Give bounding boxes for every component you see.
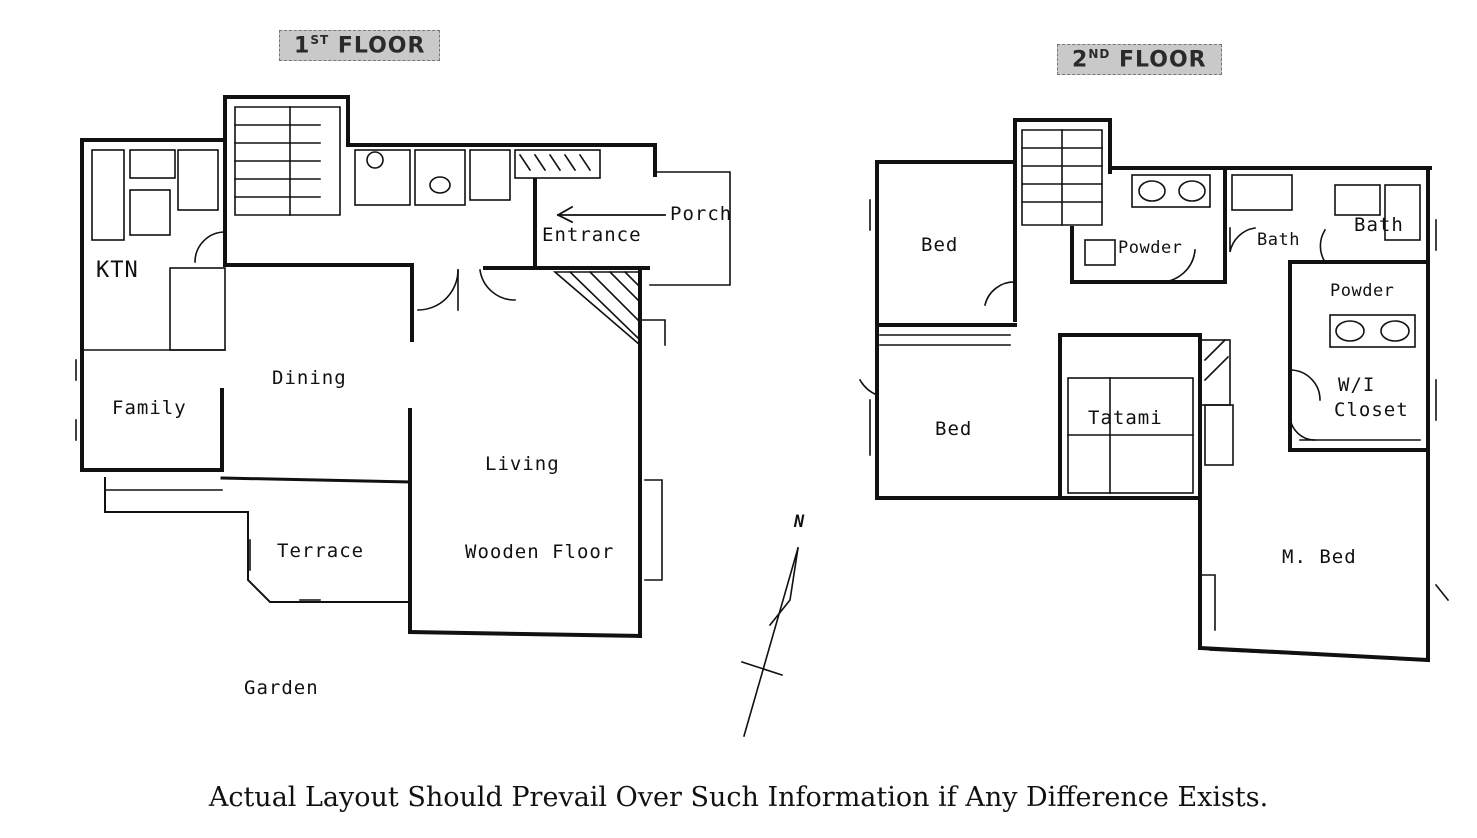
room-label-wooden-floor: Wooden Floor: [465, 541, 615, 563]
second-floor-number: 2: [1072, 47, 1089, 73]
room-label-tatami: Tatami: [1088, 407, 1163, 429]
room-label-family: Family: [112, 397, 187, 419]
room-label-porch: Porch: [670, 203, 733, 225]
room-label-wi: W/I: [1338, 374, 1376, 396]
first-floor-details: [75, 106, 731, 601]
room-label-powder-right: Powder: [1330, 281, 1395, 301]
second-floor-suffix: ND: [1088, 47, 1111, 61]
second-floor-title: 2ND FLOOR: [1057, 44, 1222, 76]
room-label-dining: Dining: [272, 367, 347, 389]
compass-north-label: N: [794, 512, 806, 532]
room-label-terrace: Terrace: [277, 540, 365, 562]
room-label-bed-upper: Bed: [921, 234, 959, 256]
room-label-entrance: Entrance: [542, 224, 642, 246]
room-label-powder-left: Powder: [1118, 238, 1183, 258]
room-label-master-bed: M. Bed: [1282, 546, 1357, 568]
room-label-bath-right: Bath: [1354, 214, 1404, 236]
room-label-living: Living: [485, 453, 560, 475]
first-floor-walls: [80, 95, 657, 639]
room-label-bath-left: Bath: [1257, 230, 1300, 250]
second-floor-word: FLOOR: [1119, 47, 1207, 73]
room-label-bed-lower: Bed: [935, 418, 973, 440]
first-floor-number: 1: [294, 33, 311, 59]
first-floor-title: 1ST FLOOR: [279, 30, 441, 62]
compass-needle: [740, 547, 799, 737]
room-label-closet: Closet: [1334, 399, 1409, 421]
room-label-garden: Garden: [244, 677, 319, 699]
second-floor-details: [858, 129, 1450, 661]
first-floor-word: FLOOR: [337, 33, 426, 59]
first-floor-suffix: ST: [310, 33, 330, 47]
room-label-ktn: KTN: [96, 258, 139, 283]
disclaimer-text: Actual Layout Should Prevail Over Such I…: [208, 782, 1269, 813]
